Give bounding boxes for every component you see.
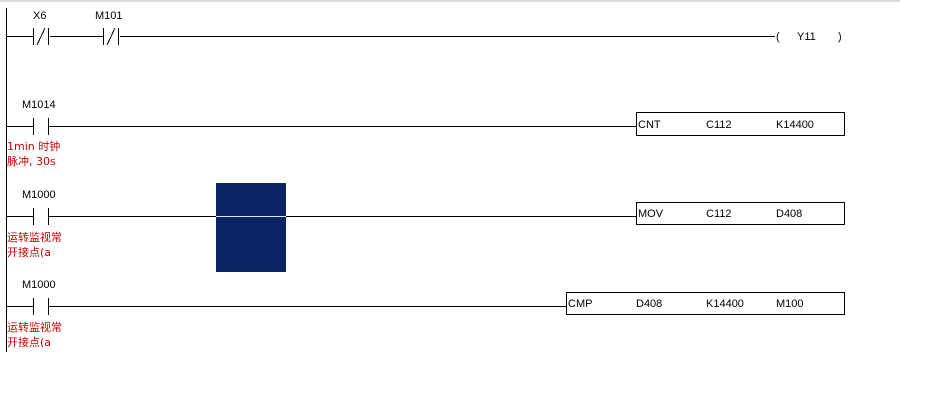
- instruction-cmp-arg3: M100: [776, 298, 804, 310]
- top-border: [0, 0, 900, 2]
- coil-open-paren: (: [776, 31, 780, 43]
- contact-m1000-comment-line2-2: 开接点(a: [7, 336, 51, 349]
- contact-m1014-normally-open[interactable]: [33, 118, 49, 135]
- instruction-mov-box[interactable]: MOV C112 D408: [636, 202, 845, 225]
- instruction-cnt-arg1: C112: [706, 119, 731, 131]
- instruction-mov-op: MOV: [638, 208, 664, 220]
- contact-m1014-comment-line1: 1min 时钟: [7, 139, 60, 153]
- coil-y11[interactable]: ( Y11 ): [776, 31, 842, 43]
- contact-m1000-label-2: M1000: [22, 279, 56, 291]
- coil-y11-label: Y11: [797, 31, 816, 43]
- contact-m1000-label: M1000: [22, 189, 56, 201]
- contact-m1000-normally-open[interactable]: [33, 208, 49, 225]
- contact-m1014-comment-line2: 脉冲, 30s: [7, 154, 56, 168]
- contact-m1000-comment-line1-2: 运转监视常: [7, 320, 62, 334]
- contact-m1000-normally-open-2[interactable]: [33, 298, 49, 315]
- contact-m1000-comment-line2: 开接点(a: [7, 246, 51, 259]
- selection-cursor[interactable]: [216, 183, 286, 272]
- instruction-mov-arg1: C112: [706, 208, 731, 220]
- instruction-cnt-box[interactable]: CNT C112 K14400: [636, 112, 845, 136]
- rung-2[interactable]: M1014 1min 时钟 脉冲, 30s CNT C112 K14400: [6, 99, 845, 168]
- contact-m101-normally-closed[interactable]: [103, 27, 119, 46]
- instruction-cmp-arg2: K14400: [706, 298, 744, 310]
- instruction-cmp-op: CMP: [568, 298, 592, 310]
- coil-close-paren: ): [838, 31, 842, 43]
- contact-m101-label: M101: [95, 10, 123, 22]
- contact-m1000-comment-line1: 运转监视常: [7, 230, 62, 244]
- rung-4[interactable]: M1000 运转监视常 开接点(a CMP D408 K14400 M100: [6, 279, 845, 349]
- instruction-cmp-box[interactable]: CMP D408 K14400 M100: [566, 292, 845, 315]
- contact-x6-normally-closed[interactable]: [33, 27, 49, 46]
- rung-3[interactable]: M1000 运转监视常 开接点(a MOV C112 D408: [6, 183, 845, 272]
- contact-x6-label: X6: [33, 10, 46, 22]
- instruction-cmp-arg1: D408: [636, 298, 662, 310]
- contact-m1014-label: M1014: [22, 99, 56, 111]
- instruction-mov-arg2: D408: [776, 208, 802, 220]
- rung-1[interactable]: X6 M101 ( Y11 ): [6, 10, 842, 46]
- instruction-cnt-arg2: K14400: [776, 119, 814, 131]
- instruction-cnt-op: CNT: [638, 119, 661, 131]
